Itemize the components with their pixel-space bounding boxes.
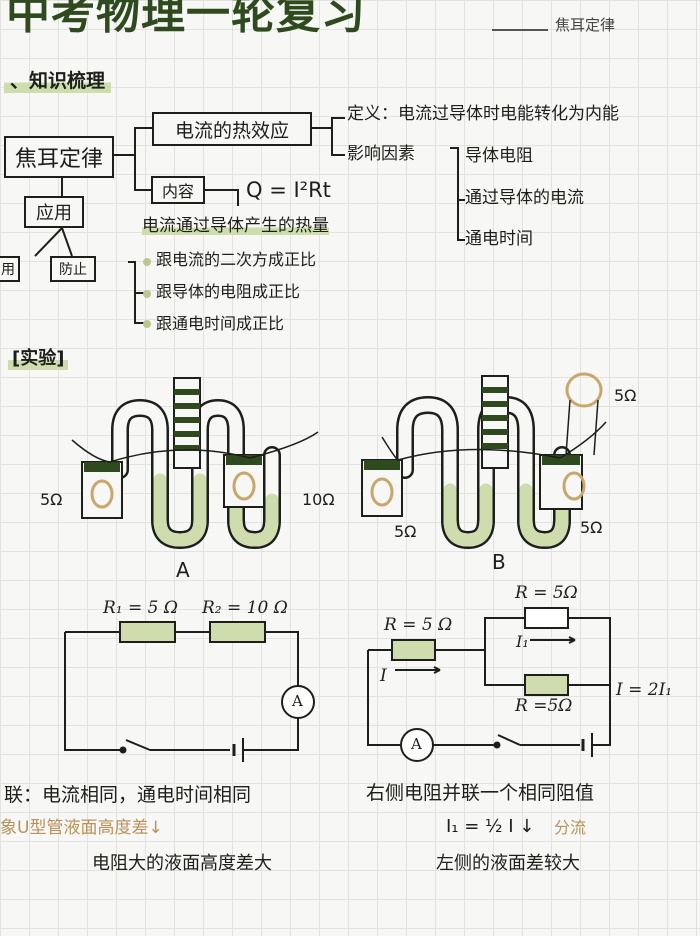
- proportion-resistance: 跟导体的电阻成正比: [156, 282, 301, 301]
- page-subtitle: 焦耳定律: [555, 16, 616, 34]
- apparatus-b: [361, 372, 607, 549]
- mindmap-apply-prevent: 防止: [50, 256, 96, 282]
- note-right-line1: 右侧电阻并联一个相同阻值: [366, 782, 595, 804]
- mindmap-effect: 电流的热效应: [152, 112, 312, 146]
- factor-resistance: 导体电阻: [465, 146, 533, 166]
- circuit-series: [64, 621, 315, 762]
- page-title: 中考物理一轮复习: [6, 0, 366, 39]
- proportion-time: 跟通电时间成正比: [156, 314, 285, 333]
- circuit2-ammeter-label: A: [411, 735, 422, 753]
- circuit2-r-bottom-label: R =5Ω: [515, 696, 573, 716]
- apparatus-b-left-resistance: 5Ω: [394, 522, 417, 541]
- note-left-line1: 联：电流相同，通电时间相同: [4, 784, 252, 806]
- circuit1-ammeter-label: A: [292, 692, 303, 710]
- note-right-line3: 左侧的液面差较大: [436, 853, 580, 874]
- circuit2-current-branch: I₁: [516, 632, 529, 651]
- note-right-line2: I₁ = ½ I ↓: [446, 816, 535, 837]
- circuit2-r-left-label: R = 5 Ω: [384, 615, 453, 635]
- formula: Q = I²Rt: [246, 178, 331, 202]
- title-rule: [492, 29, 548, 31]
- factor-time: 通电时间: [465, 229, 533, 249]
- proportion-current: 跟电流的二次方成正比: [156, 250, 317, 269]
- section-knowledge: 、知识梳理: [4, 70, 112, 93]
- note-right-line2-shunt: 分流: [554, 818, 587, 837]
- circuit2-relation: I = 2I₁: [616, 680, 673, 700]
- circuit1-r1-label: R₁ = 5 Ω: [103, 598, 178, 618]
- heat-description: 电流通过导体产生的热量: [142, 216, 329, 236]
- mindmap-content: 内容: [151, 176, 205, 204]
- apparatus-a: [71, 377, 319, 549]
- note-left-line2: 象U型管液面高度差↓: [0, 818, 163, 838]
- section-experiment: [实验]: [8, 348, 69, 370]
- mindmap-apply: 应用: [24, 196, 84, 228]
- note-left-line3: 电阻大的液面高度差大: [92, 853, 272, 874]
- mindmap-apply-use: 用: [0, 256, 20, 282]
- apparatus-b-right-resistance: 5Ω: [580, 518, 603, 537]
- circuit2-r-top-label: R = 5Ω: [515, 583, 578, 603]
- apparatus-a-right-resistance: 10Ω: [302, 490, 335, 509]
- bullet-dot: [143, 320, 151, 328]
- circuit2-current-main: I: [380, 666, 387, 686]
- definition-text: 定义：电流过导体时电能转化为内能: [347, 104, 619, 124]
- circuit1-r2-label: R₂ = 10 Ω: [202, 598, 288, 618]
- circuit-parallel: [367, 607, 611, 762]
- factor-current: 通过导体的电流: [465, 188, 584, 208]
- factors-label: 影响因素: [347, 144, 415, 164]
- bullet-dot: [143, 258, 151, 266]
- apparatus-a-label: A: [176, 558, 190, 582]
- apparatus-a-left-resistance: 5Ω: [40, 490, 63, 509]
- apparatus-b-label: B: [492, 550, 506, 574]
- bullet-dot: [143, 290, 151, 298]
- apparatus-b-top-resistance: 5Ω: [614, 386, 637, 405]
- mindmap-root: 焦耳定律: [4, 136, 114, 178]
